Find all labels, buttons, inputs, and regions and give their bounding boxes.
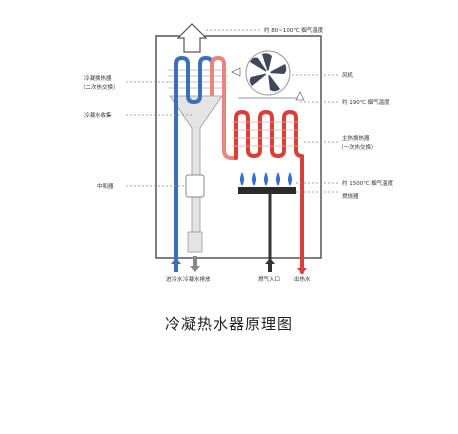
label-condensate-collector: 冷凝水收集	[84, 111, 112, 119]
label-condensing-exchanger-2: （二次热交换）	[80, 83, 119, 91]
exhaust-arrow-icon	[176, 23, 208, 53]
condensate-collector	[169, 95, 223, 253]
cold-water-pipe	[174, 56, 214, 272]
flame-icon	[240, 172, 292, 186]
label-neutralizer: 中和器	[97, 182, 114, 190]
label-main-exchanger-1: 主热换热器	[342, 134, 370, 142]
label-exhaust-temp-top: 约 80~100℃ 烟气温度	[264, 26, 324, 34]
leader-lines	[126, 29, 340, 193]
label-cold-water-in: 进冷水	[166, 275, 183, 283]
diagram-title: 冷凝热水器原理图	[164, 315, 293, 333]
label-hot-water-out: 出热水	[294, 275, 311, 283]
main-exchanger-fins	[232, 121, 300, 147]
cold-water-in-arrow-icon	[171, 258, 181, 272]
label-main-exchanger-2: （一次热交换）	[338, 143, 377, 151]
label-exhaust-temp-mid: 约 190℃ 烟气温度	[342, 98, 390, 106]
label-flame-temp: 约 1500℃ 烟气温度	[342, 179, 394, 187]
label-condensing-exchanger-1: 冷凝换热器	[84, 74, 112, 82]
burner	[238, 187, 296, 194]
neutralizer	[185, 174, 205, 198]
condensate-drain-arrow-icon	[190, 256, 200, 272]
label-fan: 风机	[342, 71, 354, 79]
label-gas-inlet: 燃气入口	[258, 275, 280, 283]
hot-water-out-arrow-icon	[297, 258, 307, 274]
label-condensate-drain: 冷凝水排放	[183, 275, 211, 283]
label-burner: 燃烧器	[342, 192, 359, 200]
main-heat-exchanger	[234, 110, 304, 274]
fan-icon	[245, 50, 291, 96]
preheated-water-pipe	[210, 56, 236, 160]
gas-inlet-arrow-icon	[265, 258, 275, 272]
